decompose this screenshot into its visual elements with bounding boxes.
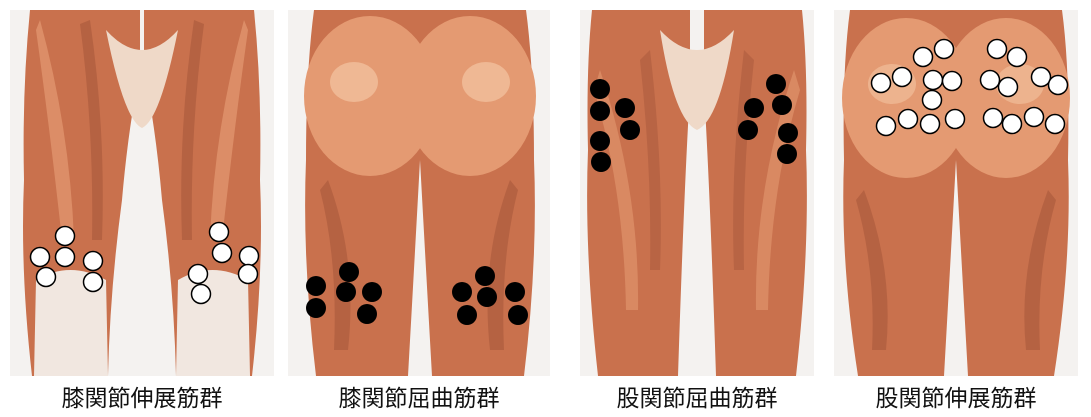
caption-hip-flexors: 股関節屈曲筋群 (580, 384, 814, 414)
marker-dot (999, 78, 1018, 97)
marker-dot (477, 287, 497, 307)
marker-dot (37, 268, 56, 287)
caption-knee-flexors: 膝関節屈曲筋群 (288, 384, 550, 414)
panel-knee-extensors (10, 10, 274, 376)
marker-dot (84, 273, 103, 292)
marker-dot (1046, 115, 1065, 134)
marker-dot (744, 98, 764, 118)
marker-dot (457, 305, 477, 325)
marker-dot (590, 79, 610, 99)
marker-dot (620, 120, 640, 140)
marker-dot (213, 244, 232, 263)
muscle-markers-group (10, 10, 274, 376)
marker-dot (777, 144, 797, 164)
marker-dot (893, 68, 912, 87)
marker-dot (336, 282, 356, 302)
marker-dot (899, 110, 918, 129)
marker-dot (924, 71, 943, 90)
panel-hip-flexors (580, 10, 814, 376)
marker-dot (590, 101, 610, 121)
muscle-markers-group (288, 10, 550, 376)
marker-dot (778, 123, 798, 143)
caption-hip-extensors: 股関節伸展筋群 (834, 384, 1078, 414)
marker-dot (210, 223, 229, 242)
marker-dot (943, 72, 962, 91)
marker-dot (508, 305, 528, 325)
marker-dot (766, 74, 786, 94)
marker-dot (1049, 76, 1068, 95)
marker-dot (984, 109, 1003, 128)
marker-dot (1032, 68, 1051, 87)
marker-dot (615, 98, 635, 118)
marker-dot (362, 282, 382, 302)
marker-dot (590, 131, 610, 151)
marker-dot (923, 91, 942, 110)
marker-dot (872, 74, 891, 93)
marker-dot (935, 40, 954, 59)
marker-dot (306, 276, 326, 296)
marker-dot (505, 282, 525, 302)
marker-dot (189, 265, 208, 284)
marker-dot (84, 252, 103, 271)
marker-dot (306, 298, 326, 318)
marker-dot (988, 40, 1007, 59)
panel-knee-flexors (288, 10, 550, 376)
marker-dot (1025, 108, 1044, 127)
marker-dot (339, 262, 359, 282)
marker-dot (877, 117, 896, 136)
marker-dot (981, 71, 1000, 90)
marker-dot (56, 248, 75, 267)
marker-dot (738, 120, 758, 140)
marker-dot (239, 265, 258, 284)
marker-dot (240, 247, 259, 266)
muscle-markers-group (580, 10, 814, 376)
marker-dot (192, 285, 211, 304)
marker-dot (31, 248, 50, 267)
marker-dot (921, 115, 940, 134)
caption-knee-extensors: 膝関節伸展筋群 (10, 384, 274, 414)
marker-dot (475, 266, 495, 286)
panel-hip-extensors (834, 10, 1078, 376)
marker-dot (452, 282, 472, 302)
marker-dot (357, 304, 377, 324)
marker-dot (946, 110, 965, 129)
marker-dot (56, 227, 75, 246)
marker-dot (914, 48, 933, 67)
marker-dot (591, 152, 611, 172)
marker-dot (1003, 115, 1022, 134)
marker-dot (772, 95, 792, 115)
marker-dot (1008, 48, 1027, 67)
muscle-markers-group (834, 10, 1078, 376)
